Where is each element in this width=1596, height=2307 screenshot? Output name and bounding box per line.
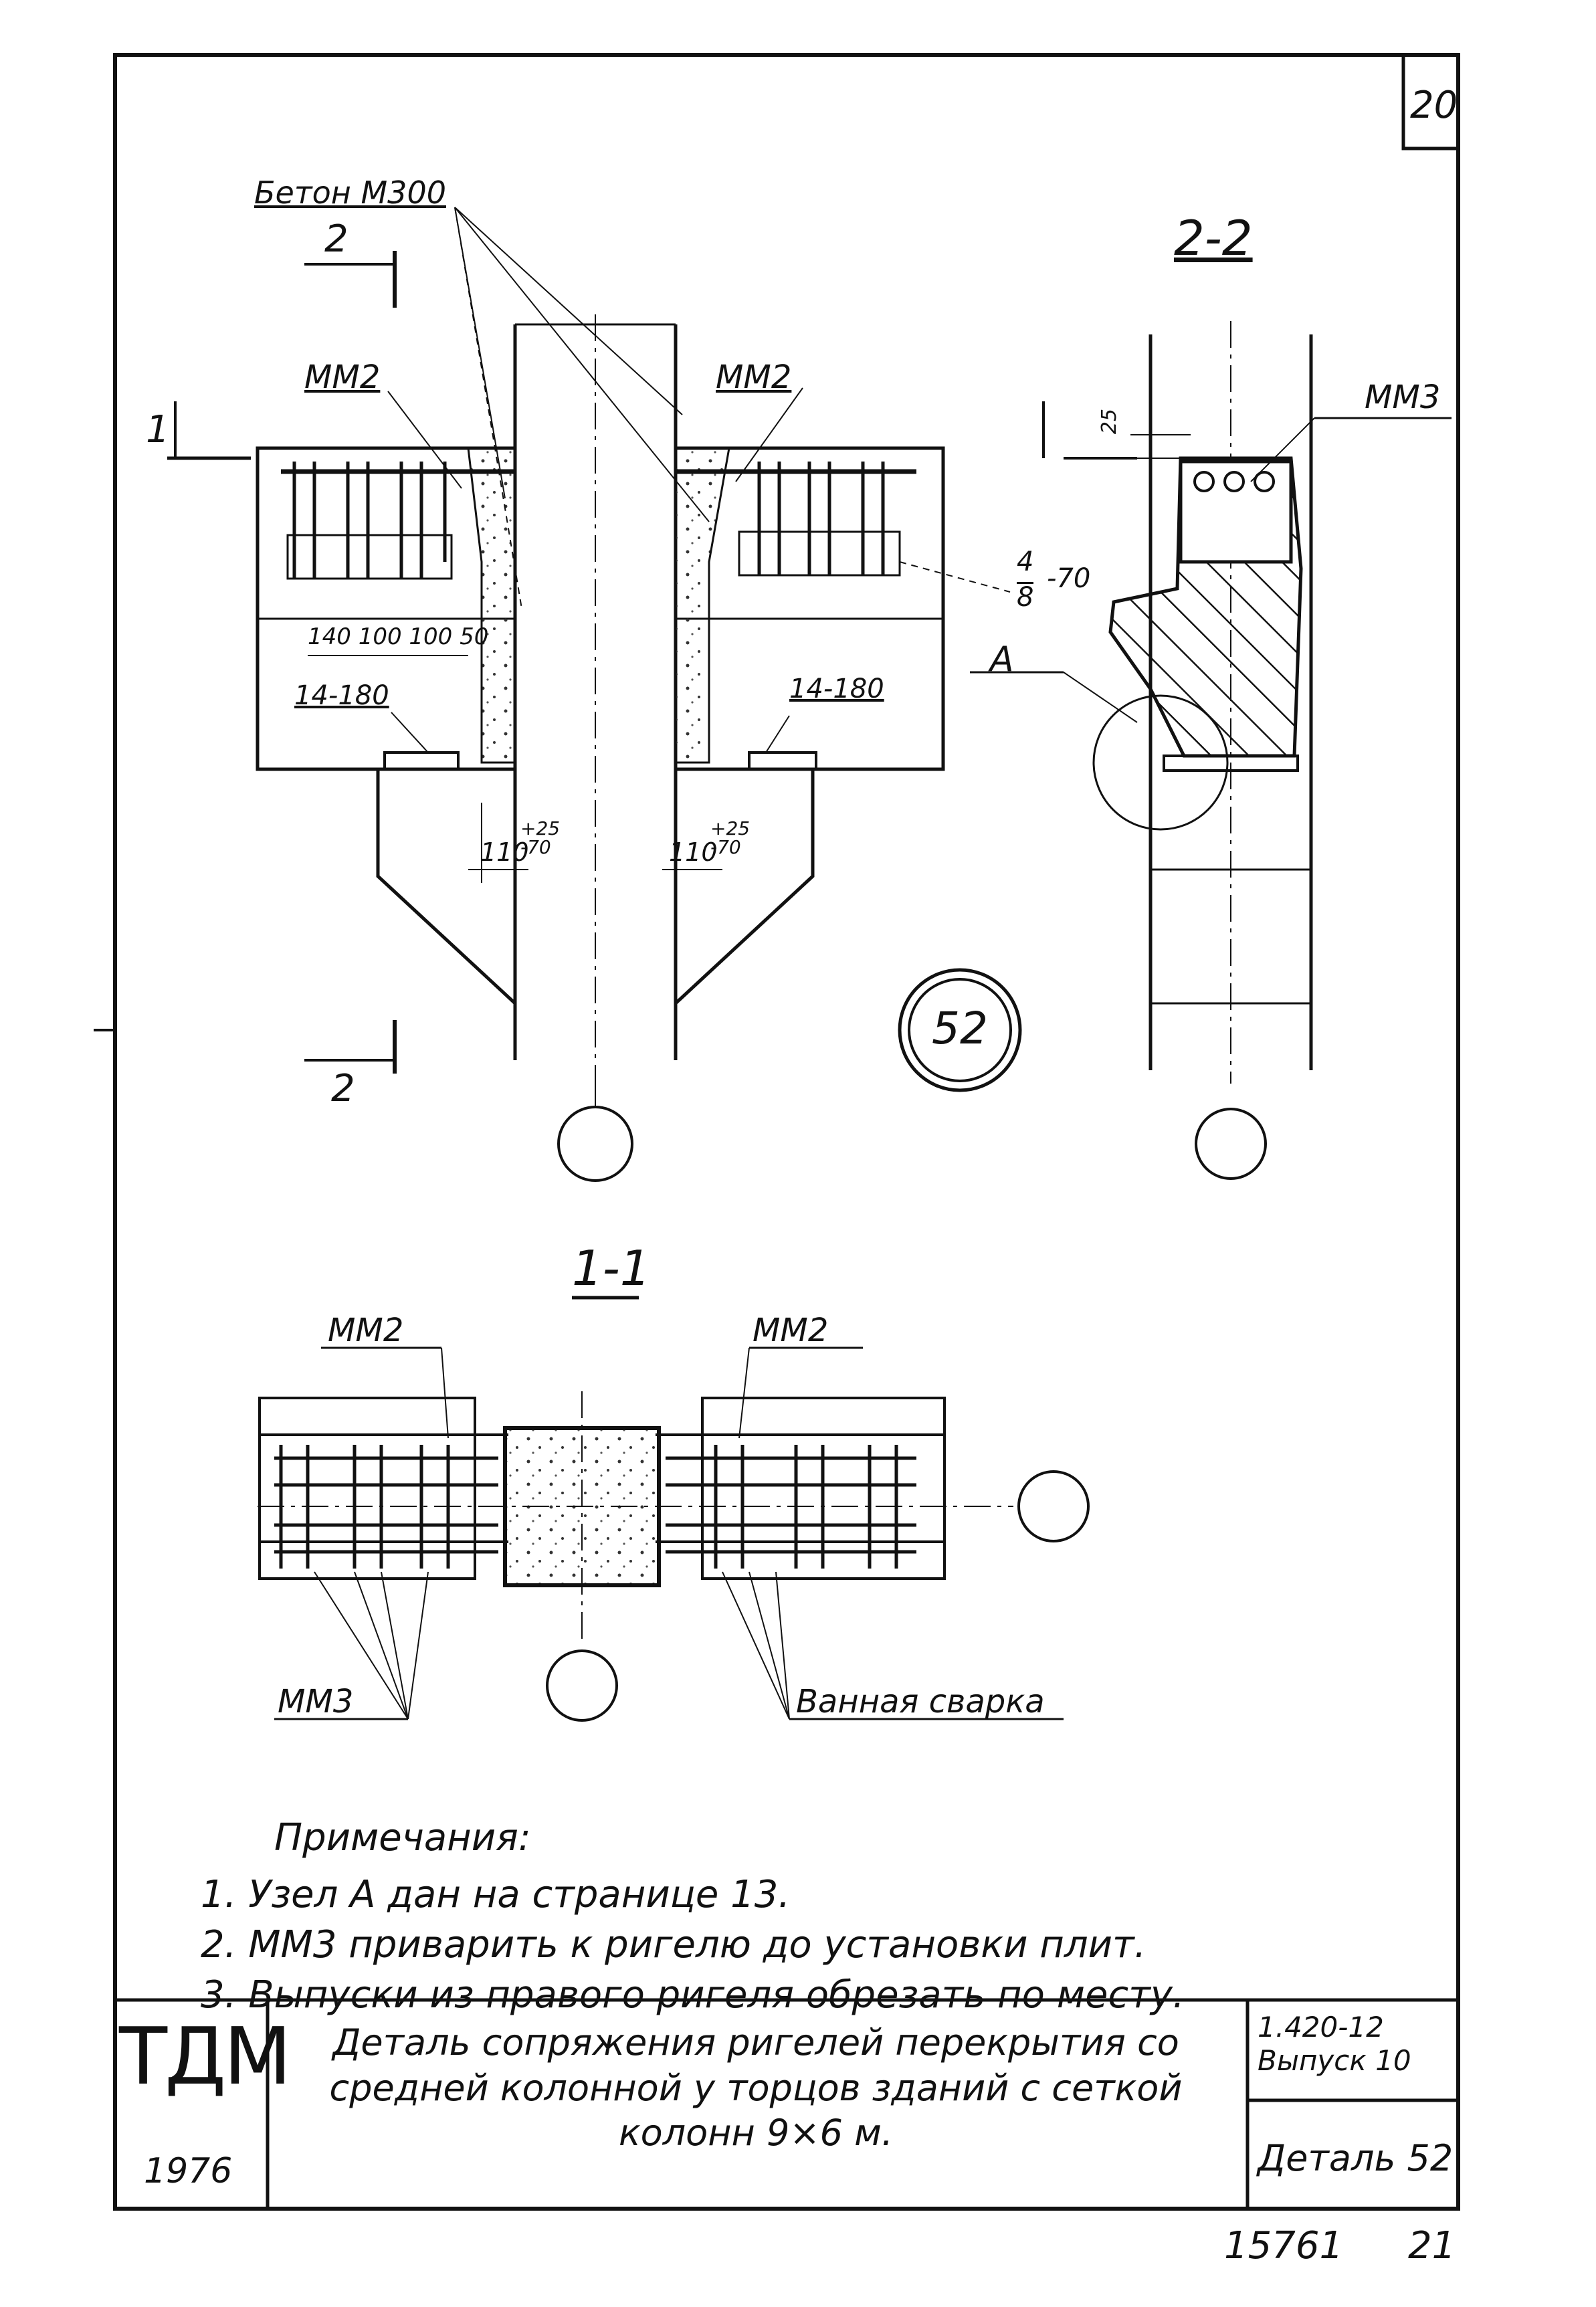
elevation-view (167, 207, 1011, 1182)
dim-14-180-left: 14-180 (294, 680, 389, 711)
notes-header: Примечания: (274, 1816, 531, 1860)
detail-number: Деталь 52 (1258, 2137, 1454, 2179)
dim-14-180-right: 14-180 (789, 674, 884, 704)
note-3: 3. Выпуски из правого ригеля обрезать по… (201, 1973, 1185, 2017)
sheet-number: 21 (1408, 2224, 1456, 2268)
mm2-plan-label-right: ММ2 (753, 1312, 829, 1349)
issue-number: Выпуск 10 (1258, 2044, 1411, 2077)
section-2-mark-top: 2 (324, 217, 348, 261)
fraction-numerator: 4 (1017, 546, 1034, 577)
concrete-grade-label: Бетон М300 (254, 175, 446, 211)
dim-tolerance-left: +25 -70 (520, 817, 561, 858)
title-block (115, 1998, 1458, 2209)
archive-number: 15761 (1224, 2224, 1344, 2268)
note-1: 1. Узел А дан на странице 13. (201, 1873, 791, 1916)
fraction-value: -70 (1047, 563, 1091, 594)
detail-badge (898, 968, 1022, 1092)
section-2-mark-bottom: 2 (331, 1067, 355, 1110)
mm2-label-right: ММ2 (716, 359, 792, 396)
bath-welding-label: Ванная сварка (796, 1683, 1045, 1720)
section-1-1-title: 1-1 (572, 1240, 651, 1296)
dim-25: 25 (1098, 408, 1122, 435)
dim-110-right: 110 (669, 837, 718, 867)
stirrup-spacing-label: 140 100 100 50 (308, 623, 489, 650)
page-number: 20 (1410, 84, 1458, 127)
fraction-denominator: 8 (1017, 582, 1034, 613)
detail-badge-number: 52 (932, 1003, 988, 1054)
page-number-box (1401, 53, 1460, 151)
title-year: 1976 (144, 2151, 233, 2191)
sheet-frame (94, 53, 1460, 2211)
org-logo: ТДМ (119, 2010, 292, 2102)
mm2-plan-label-left: ММ2 (328, 1312, 404, 1349)
dim-110-left: 110 (480, 837, 529, 867)
dim-tolerance-right: +25 -70 (710, 817, 751, 858)
section-2-2 (970, 321, 1452, 1180)
section-2-2-title: 2-2 (1174, 210, 1253, 266)
section-1-1 (258, 1296, 1090, 1722)
node-a-label: А (990, 639, 1014, 680)
mm3-label-bottom: ММ3 (278, 1683, 354, 1720)
mm2-label-left: ММ2 (304, 359, 381, 396)
section-1-mark: 1 (146, 408, 170, 452)
series-number: 1.420-12 (1258, 2011, 1384, 2043)
drawing-description: Деталь сопряжения ригелей перекрытия со … (329, 2021, 1183, 2154)
note-2: 2. ММ3 приварить к ригелю до установки п… (201, 1923, 1146, 1967)
mm3-label-top: ММ3 (1365, 379, 1441, 416)
